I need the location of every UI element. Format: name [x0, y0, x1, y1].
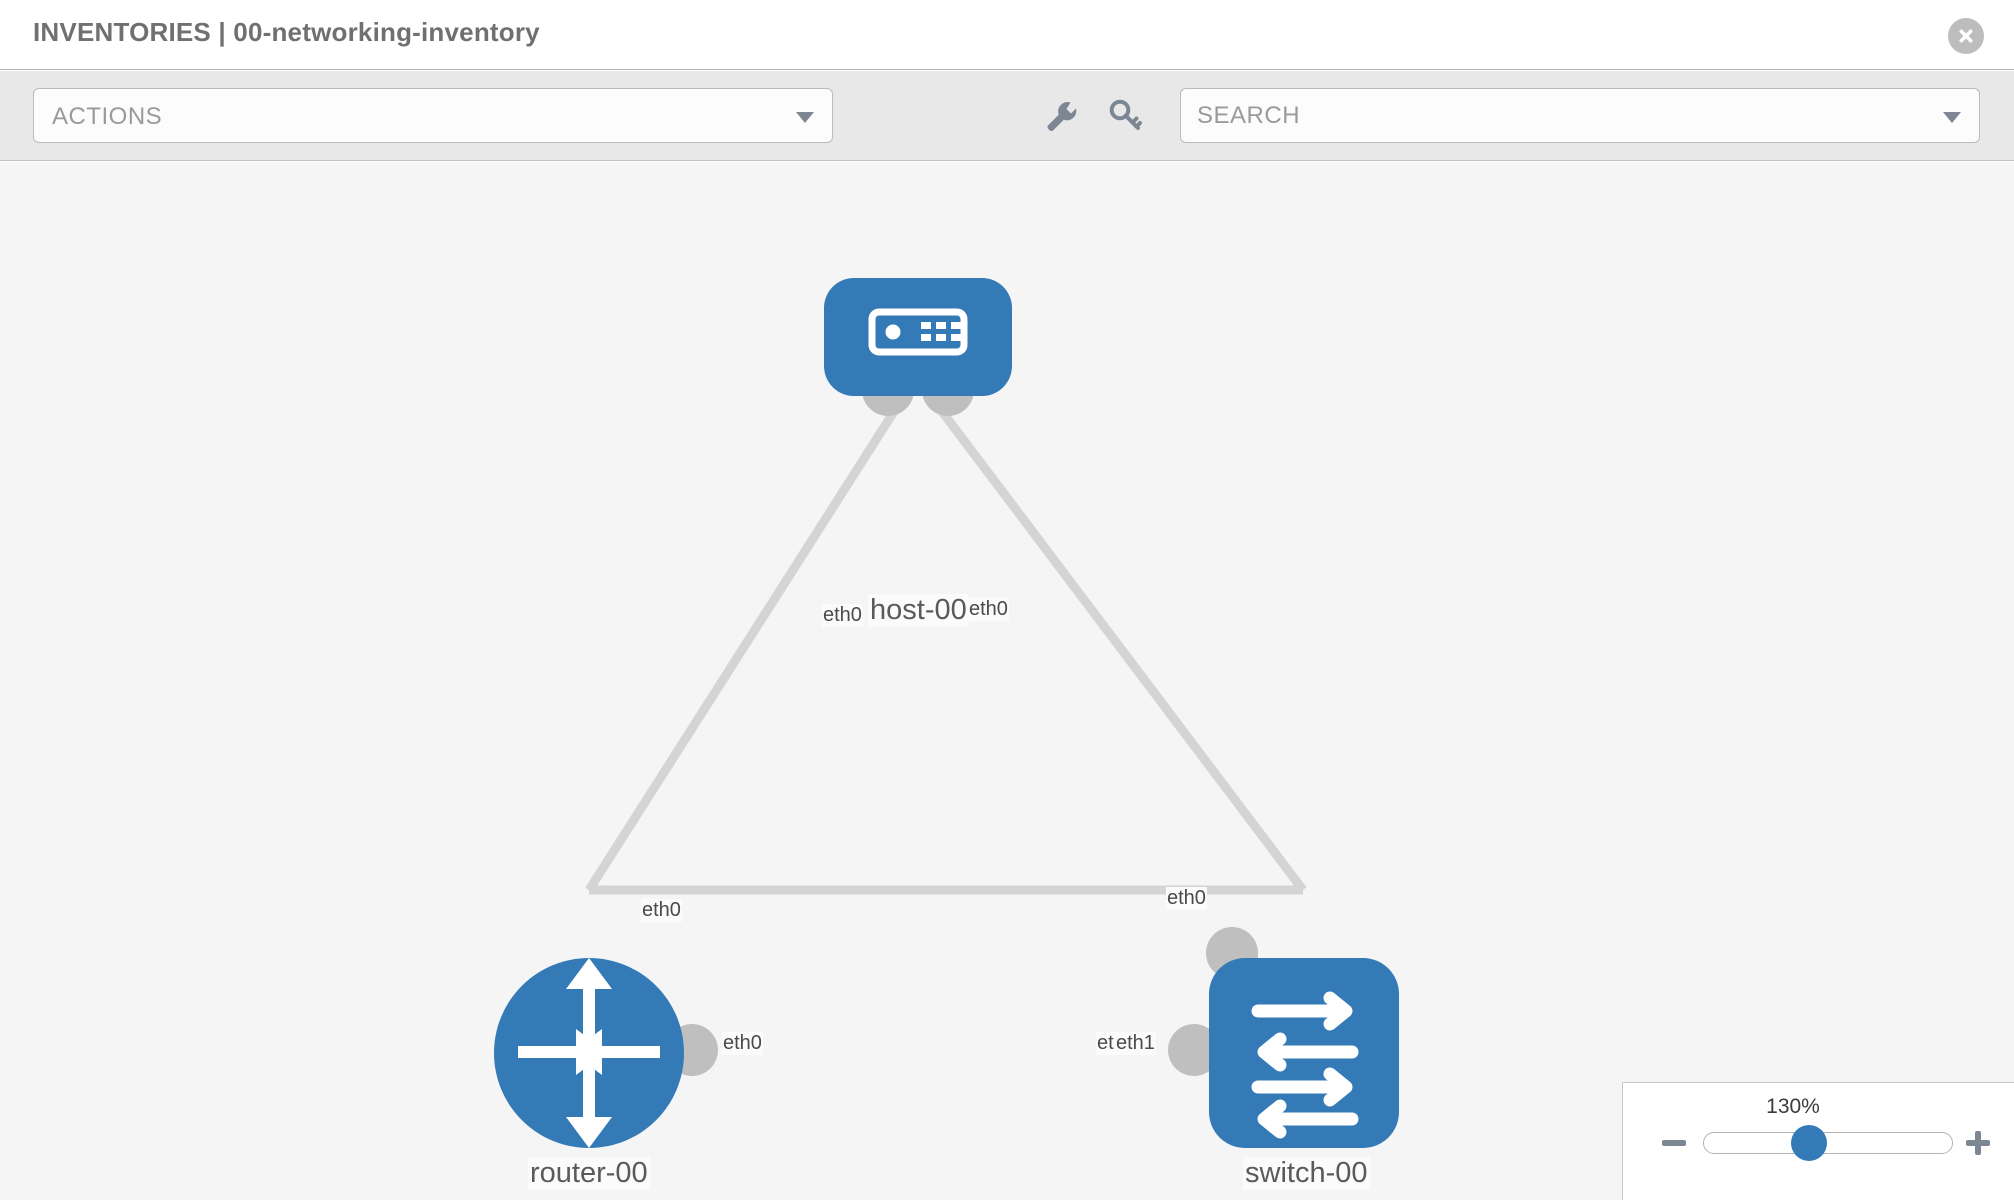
plus-icon[interactable] — [1963, 1128, 1993, 1158]
topology-links — [585, 374, 1307, 895]
node-label-switch-00: switch-00 — [1243, 1157, 1370, 1190]
node-label-host-00: host-00 — [868, 594, 969, 627]
node-host-00[interactable] — [824, 278, 1012, 396]
actions-dropdown-label: ACTIONS — [52, 103, 163, 130]
iface-label: eth0 — [1166, 887, 1207, 910]
router-arrows-icon — [518, 958, 660, 1148]
iface-label: eth0 — [822, 604, 863, 627]
server-icon — [868, 308, 968, 356]
key-icon[interactable] — [1105, 95, 1147, 137]
node-host-00-shape[interactable] — [824, 278, 1012, 396]
zoom-control-panel: 130% — [1622, 1082, 2014, 1200]
zoom-slider-thumb[interactable] — [1791, 1125, 1827, 1161]
topology-canvas[interactable]: eth0 eth0 eth0 eth0 eth0 eth1 eth0 host-… — [0, 162, 2014, 1200]
zoom-level-value: 130% — [1766, 1095, 1820, 1118]
search-box[interactable] — [1180, 88, 1980, 143]
page-header: INVENTORIES | 00-networking-inventory — [0, 0, 2014, 70]
actions-dropdown[interactable]: ACTIONS — [33, 88, 833, 143]
link-host-switch[interactable] — [912, 374, 1307, 893]
node-switch-00[interactable] — [1209, 958, 1399, 1148]
page-title: INVENTORIES | 00-networking-inventory — [33, 17, 540, 47]
node-router-00[interactable] — [494, 958, 684, 1148]
chevron-down-icon — [796, 112, 814, 123]
iface-label: eth0 — [968, 598, 1009, 621]
zoom-slider-track[interactable] — [1703, 1132, 1953, 1154]
topology-graph — [494, 278, 1399, 1148]
toolbar: ACTIONS — [0, 71, 2014, 161]
iface-label: eth0 — [641, 899, 682, 922]
wrench-icon[interactable] — [1040, 95, 1082, 137]
switch-arrows-icon — [1251, 991, 1359, 1139]
close-icon[interactable] — [1948, 18, 1984, 54]
chevron-down-icon[interactable] — [1943, 112, 1961, 123]
iface-label: eth1 — [1115, 1032, 1156, 1055]
connector-switch-left[interactable] — [1168, 1024, 1220, 1076]
iface-label: eth0 — [722, 1032, 763, 1055]
link-host-router[interactable] — [585, 374, 920, 893]
search-input[interactable] — [1197, 89, 1917, 142]
minus-icon[interactable] — [1659, 1128, 1689, 1158]
node-label-router-00: router-00 — [528, 1157, 650, 1190]
